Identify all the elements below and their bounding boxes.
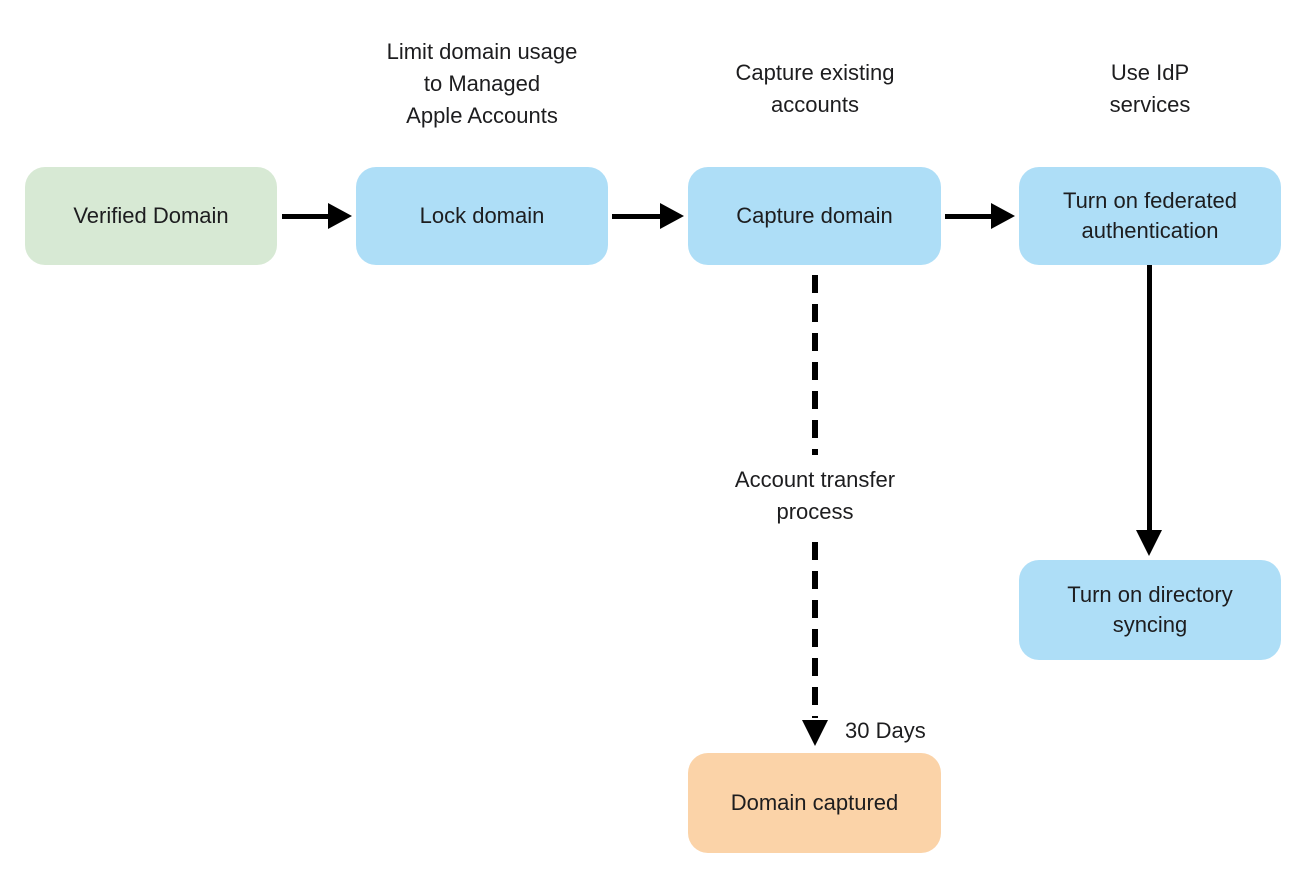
arrow-shaft [945, 213, 991, 219]
annotation-limit-domain-usage: Limit domain usage to Managed Apple Acco… [386, 39, 578, 128]
arrow-shaft [1146, 265, 1152, 530]
node-capture-domain: Capture domain [688, 167, 941, 265]
dashed-arrow-lower-segment [812, 542, 818, 718]
arrow-lock-to-capture [612, 203, 684, 229]
dashed-arrow-upper-segment [812, 275, 818, 455]
arrow-capture-to-federated [945, 203, 1015, 229]
annotation-30-days: 30 Days [845, 718, 926, 743]
arrow-head-down-icon [802, 720, 828, 746]
arrow-verified-to-lock [282, 203, 352, 229]
arrow-federated-to-directory [1136, 265, 1162, 556]
node-turn-on-federated-authentication: Turn on federated authentication [1019, 167, 1281, 265]
arrow-head-down-icon [1136, 530, 1162, 556]
node-domain-captured: Domain captured [688, 753, 941, 853]
annotation-capture-existing-accounts: Capture existing accounts [735, 60, 895, 117]
node-lock-domain: Lock domain [356, 167, 608, 265]
node-verified-domain: Verified Domain [25, 167, 277, 265]
node-turn-on-directory-syncing: Turn on directory syncing [1019, 560, 1281, 660]
arrow-head-right-icon [991, 203, 1015, 229]
arrow-shaft [282, 213, 328, 219]
annotation-use-idp-services: Use IdP services [1109, 60, 1191, 117]
arrow-head-right-icon [660, 203, 684, 229]
arrow-head-right-icon [328, 203, 352, 229]
annotation-account-transfer-process: Account transfer process [734, 467, 896, 524]
arrow-shaft [612, 213, 660, 219]
